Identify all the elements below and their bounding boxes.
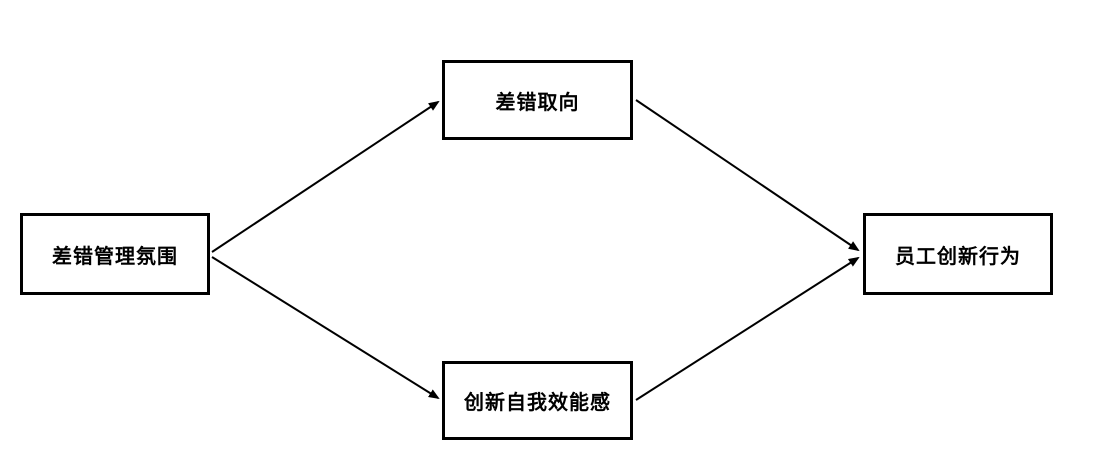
node-creative-self-efficacy: 创新自我效能感 (442, 361, 633, 440)
arrow-mediator-top-to-outcome (635, 99, 860, 252)
arrow-antecedent-to-mediator-bottom (211, 256, 440, 400)
node-error-orientation: 差错取向 (442, 60, 633, 140)
node-label: 创新自我效能感 (464, 392, 611, 414)
node-label: 员工创新行为 (895, 245, 1021, 268)
node-employee-innovative-behavior: 员工创新行为 (863, 213, 1053, 295)
node-error-management-climate: 差错管理氛围 (20, 213, 210, 295)
node-label: 差错管理氛围 (52, 245, 178, 268)
arrow-antecedent-to-mediator-top (211, 100, 440, 253)
arrow-mediator-bottom-to-outcome (635, 256, 860, 401)
node-label: 差错取向 (495, 91, 580, 114)
